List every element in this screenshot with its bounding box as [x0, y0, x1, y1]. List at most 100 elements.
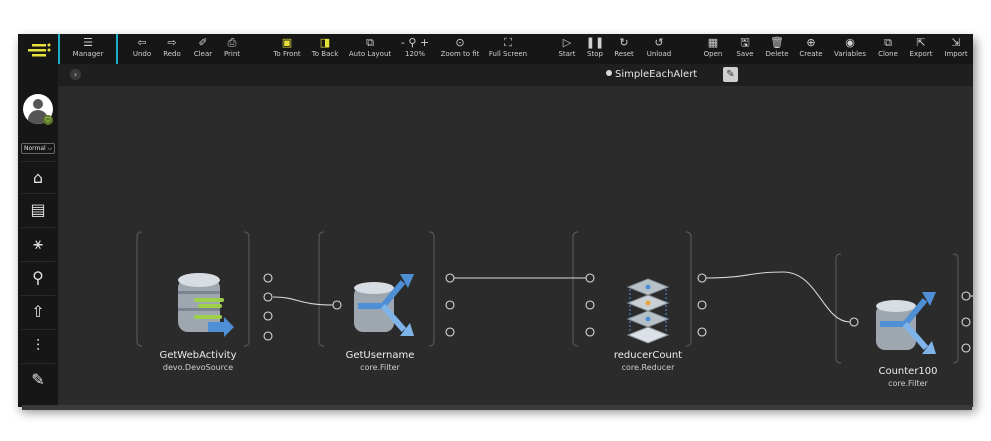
- app-logo: [18, 34, 58, 86]
- delete-button[interactable]: 🗑 Delete: [763, 36, 791, 62]
- trash-icon: 🗑: [770, 36, 784, 49]
- status-dot-icon: [606, 70, 612, 76]
- node-title[interactable]: GetUsername: [345, 350, 415, 361]
- zoom-control[interactable]: - ⚲ + 120%: [396, 36, 434, 62]
- zoom-icon: - ⚲ +: [400, 36, 430, 49]
- save-icon: 🖫: [740, 36, 750, 49]
- output-port[interactable]: [697, 327, 707, 337]
- zoom-fit-icon: ⊙: [455, 36, 465, 49]
- input-port[interactable]: [585, 300, 595, 310]
- auto-layout-button[interactable]: ⧉ Auto Layout: [348, 36, 392, 58]
- flow-title-bar: › SimpleEachAlert ✎: [58, 64, 973, 86]
- sidebar-item-sliders[interactable]: ⫶: [21, 329, 55, 360]
- to-back-button[interactable]: ◨ To Back: [308, 36, 342, 62]
- fullscreen-icon: ⛶: [504, 36, 512, 49]
- wire-getwebactivity-getusername: [272, 296, 334, 306]
- export-icon: ⇱: [916, 36, 926, 49]
- unload-button[interactable]: ↺ Unload: [642, 36, 676, 62]
- filter-icon: [876, 292, 936, 354]
- output-port[interactable]: [445, 273, 455, 283]
- clone-button[interactable]: ⧉ Clone: [874, 36, 902, 62]
- chevron-down-icon: ⌵: [47, 145, 53, 152]
- import-button[interactable]: ⇲ Import: [940, 36, 972, 62]
- sidebar: ⛉ Normal ⌵ ⌂ ▤ ⚹ ⚲ ⇧ ⫶ ✎: [18, 86, 58, 407]
- auto-layout-icon: ⧉: [366, 36, 374, 49]
- input-port[interactable]: [585, 273, 595, 283]
- output-port[interactable]: [263, 273, 273, 283]
- output-port[interactable]: [263, 292, 273, 302]
- node-bracket-right: [428, 231, 435, 347]
- undo-icon: ⇦: [137, 36, 147, 49]
- sidebar-item-dashboard[interactable]: ▤: [21, 193, 55, 224]
- redo-icon: ⇨: [167, 36, 177, 49]
- sidebar-item-search[interactable]: ⚲: [21, 261, 55, 292]
- flow-title: SimpleEachAlert: [606, 67, 697, 83]
- node-type: core.Filter: [360, 363, 400, 372]
- open-button[interactable]: ▦ Open: [699, 36, 727, 62]
- create-button[interactable]: ⊕ Create: [796, 36, 826, 62]
- grid-icon: ▦: [707, 36, 719, 49]
- variables-button[interactable]: ◉ Variables: [834, 36, 866, 58]
- flow-editor-window: ☰ Manager ⇦ Undo ⇨ Redo ✐ Clear ⎙ Print …: [18, 34, 973, 407]
- input-port[interactable]: [585, 327, 595, 337]
- save-button[interactable]: 🖫 Save: [731, 36, 759, 62]
- sidebar-item-home[interactable]: ⌂: [21, 161, 55, 192]
- pencil-icon: ✎: [726, 69, 735, 80]
- search-icon: ⚲: [32, 268, 44, 287]
- network-icon: ⚹: [33, 234, 43, 253]
- flow-canvas[interactable]: GetWebActivity devo.DevoSource GetUserna…: [58, 86, 973, 407]
- expand-panel-button[interactable]: ›: [70, 69, 81, 80]
- node-type: core.Filter: [888, 379, 928, 388]
- manager-button[interactable]: ☰ Manager: [63, 36, 113, 62]
- output-port[interactable]: [961, 343, 971, 353]
- sidebar-item-cloud-upload[interactable]: ⇧: [21, 295, 55, 326]
- export-button[interactable]: ⇱ Export: [906, 36, 936, 62]
- output-port[interactable]: [263, 311, 273, 321]
- bring-to-front-icon: ▣: [281, 36, 293, 49]
- redo-button[interactable]: ⇨ Redo: [158, 36, 186, 62]
- full-screen-button[interactable]: ⛶ Full Screen: [486, 36, 530, 62]
- sidebar-item-network[interactable]: ⚹: [21, 227, 55, 258]
- node-title[interactable]: Counter100: [878, 366, 938, 377]
- chevron-right-icon: ›: [73, 70, 78, 79]
- output-port[interactable]: [697, 300, 707, 310]
- node-title[interactable]: reducerCount: [613, 350, 683, 361]
- edit-flow-button[interactable]: ✎: [723, 67, 738, 82]
- node-bracket-left: [572, 231, 579, 347]
- flow-graph: [136, 231, 973, 364]
- flow-title-text: SimpleEachAlert: [615, 69, 698, 80]
- node-bracket-left: [318, 231, 325, 347]
- output-port[interactable]: [961, 317, 971, 327]
- start-button[interactable]: ▷ Start: [554, 36, 580, 62]
- input-port[interactable]: [332, 300, 342, 310]
- undo-button[interactable]: ⇦ Undo: [128, 36, 156, 62]
- play-icon: ▷: [562, 36, 572, 49]
- output-port[interactable]: [445, 327, 455, 337]
- printer-icon: ⎙: [227, 36, 237, 49]
- output-port[interactable]: [697, 273, 707, 283]
- sidebar-item-edit[interactable]: ✎: [21, 363, 55, 394]
- zoom-to-fit-button[interactable]: ⊙ Zoom to fit: [438, 36, 482, 62]
- output-port[interactable]: [961, 291, 971, 301]
- mode-select[interactable]: Normal ⌵: [21, 143, 55, 154]
- reset-icon: ↻: [619, 36, 629, 49]
- node-bracket-right: [952, 253, 959, 364]
- home-icon: ⌂: [32, 168, 44, 187]
- node-bracket-left: [136, 231, 143, 347]
- to-front-button[interactable]: ▣ To Front: [270, 36, 304, 62]
- reducer-icon: [626, 278, 670, 344]
- node-title[interactable]: GetWebActivity: [159, 350, 237, 361]
- pause-icon: ❚❚: [585, 36, 605, 49]
- clear-button[interactable]: ✐ Clear: [189, 36, 217, 62]
- stop-button[interactable]: ❚❚ Stop: [582, 36, 608, 62]
- input-port[interactable]: [849, 317, 859, 327]
- list-icon: ☰: [83, 36, 93, 49]
- output-port[interactable]: [445, 300, 455, 310]
- edit-icon: ✎: [31, 370, 45, 389]
- output-port[interactable]: [263, 331, 273, 341]
- print-button[interactable]: ⎙ Print: [218, 36, 246, 62]
- eye-icon: ◉: [845, 36, 855, 49]
- unload-icon: ↺: [654, 36, 664, 49]
- manager-highlight-box: [58, 34, 118, 67]
- reset-button[interactable]: ↻ Reset: [610, 36, 638, 62]
